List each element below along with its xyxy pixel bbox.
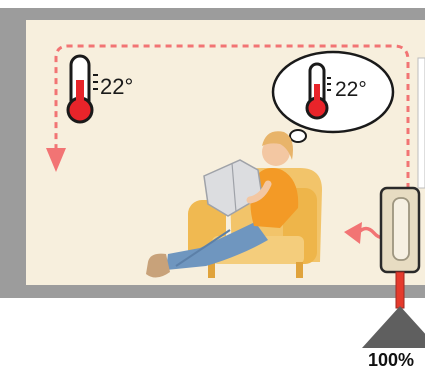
window-edge <box>417 57 425 189</box>
thermometer-icon <box>66 54 98 124</box>
bubble-thermometer-icon <box>305 62 331 120</box>
woman-reading <box>146 131 299 278</box>
wall-heater <box>379 186 421 274</box>
air-flow-path <box>54 44 410 200</box>
bubble-temperature-label: 22° <box>335 78 367 101</box>
level-triangle <box>362 306 425 348</box>
output-level-label: 100% <box>368 350 415 370</box>
air-flow-arrowhead <box>46 148 66 172</box>
supply-pipe <box>395 271 405 309</box>
room-temperature-label: 22° <box>100 74 133 99</box>
